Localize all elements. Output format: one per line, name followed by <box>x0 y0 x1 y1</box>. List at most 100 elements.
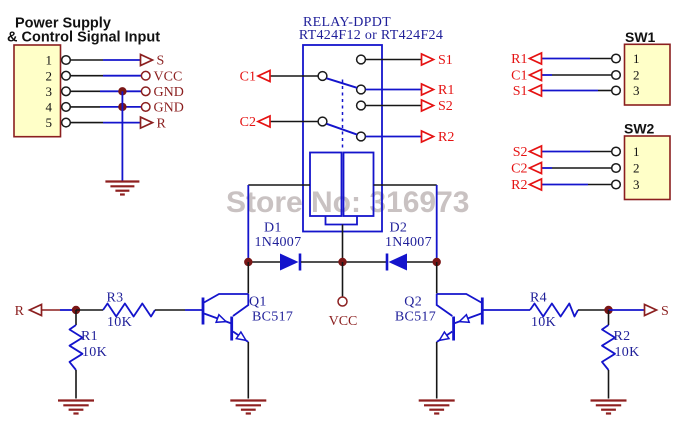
terminal-circle-vcc <box>140 70 151 81</box>
net-label-r1: R1 <box>438 83 454 98</box>
sw2-title: SW2 <box>624 121 655 137</box>
ground-symbol <box>230 399 267 415</box>
input-r-branch: R R3 10K R1 10K <box>15 291 202 415</box>
power-pin-number: 1 <box>46 53 53 68</box>
sw2-pin-number: 1 <box>633 144 640 159</box>
net-label-c2: C2 <box>240 115 256 130</box>
sw1-section: SW1 1 2 3 R1 C1 S1 <box>511 29 671 106</box>
power-pin-number: 5 <box>46 115 53 130</box>
net-arrow-s2 <box>420 98 436 113</box>
pin-circle <box>60 101 72 112</box>
net-arrow-c1 <box>527 68 543 82</box>
sw2-body <box>623 135 671 201</box>
pin-circle <box>610 179 622 190</box>
q1-ref: Q1 <box>249 295 267 310</box>
net-label-s2: S2 <box>438 99 453 114</box>
d1-part: 1N4007 <box>255 235 302 250</box>
net-label: S2 <box>513 145 528 160</box>
pin-circle <box>60 70 72 81</box>
relay-name: RELAY-DPDT <box>303 15 391 30</box>
net-arrow-r2 <box>420 129 436 144</box>
relay-pole-contact <box>317 70 328 82</box>
relay-coil <box>309 151 375 226</box>
signal-label: VCC <box>154 69 183 84</box>
net-arrow-c2 <box>527 161 543 175</box>
resistor-r4: R4 10K <box>529 291 579 330</box>
q2-part: BC517 <box>395 310 436 325</box>
resistor-r1: R1 10K <box>68 310 107 399</box>
r1-ref: R1 <box>81 329 98 344</box>
sw2-pin-number: 3 <box>633 177 640 192</box>
power-connector-body <box>13 44 62 138</box>
net-arrow-s2 <box>527 144 543 159</box>
net-arrow-r1 <box>420 82 436 97</box>
net-label-r2: R2 <box>438 130 454 145</box>
relay-part-number: RT424F12 or RT424F24 <box>299 28 443 43</box>
pin-circle <box>610 146 622 157</box>
sw1-pin-number: 3 <box>633 83 640 98</box>
power-pin-number: 2 <box>46 68 53 83</box>
net-arrow-c2 <box>255 114 271 129</box>
pin-circle <box>60 117 72 128</box>
q1-part: BC517 <box>252 310 293 325</box>
diode-d1: D1 1N4007 <box>248 221 343 271</box>
r4-ref: R4 <box>530 291 547 306</box>
net-label: R1 <box>511 52 527 67</box>
power-pin-number: 3 <box>46 84 53 99</box>
r1-value: 10K <box>82 345 107 360</box>
pin-circle <box>60 86 72 97</box>
transistor-q1: Q1 BC517 <box>201 262 293 399</box>
resistor-r2: R2 10K <box>601 310 640 399</box>
r2-ref: R2 <box>614 329 631 344</box>
terminal-circle-gnd <box>140 101 151 112</box>
net-arrow-c1 <box>255 69 271 83</box>
terminal-circle-gnd <box>140 86 151 97</box>
net-arrow-s1 <box>420 52 436 67</box>
pin-circle <box>610 85 622 96</box>
net-arrow-r2 <box>527 177 543 192</box>
ground-symbol <box>58 399 94 415</box>
pin-circle <box>610 53 622 64</box>
sw2-pin-number: 2 <box>633 161 640 176</box>
net-label: C2 <box>511 162 527 177</box>
net-label: S1 <box>513 84 528 99</box>
signal-label: S <box>157 54 165 69</box>
transistor-q2: Q2 BC517 <box>395 262 484 399</box>
sw2-section: SW2 1 2 3 S2 C2 R2 <box>511 121 671 201</box>
net-label-r: R <box>15 304 25 319</box>
r3-value: 10K <box>107 315 132 330</box>
signal-label: R <box>157 116 167 131</box>
ground-symbol <box>418 399 455 415</box>
ground-symbol <box>105 180 140 196</box>
diode-d2: D2 1N4007 <box>342 221 437 271</box>
output-s-branch: R4 10K S R2 10K <box>483 291 669 415</box>
sw1-pin-number: 2 <box>633 68 640 83</box>
net-arrow-r1 <box>527 51 543 66</box>
sw1-title: SW1 <box>625 29 656 45</box>
power-pin-number: 4 <box>46 100 53 115</box>
r2-value: 10K <box>615 345 640 360</box>
relay-switch-blade <box>326 77 358 89</box>
net-label-s: S <box>661 304 669 319</box>
relay-contact <box>355 131 367 142</box>
net-label: R2 <box>511 178 527 193</box>
net-arrow-s <box>643 303 659 317</box>
pin-circle <box>60 54 72 66</box>
power-title-line1: Power Supply <box>15 16 111 32</box>
sw1-pin-number: 1 <box>633 51 640 66</box>
relay-pole-contact <box>317 116 328 127</box>
signal-arrow-r <box>139 115 155 130</box>
relay-section: RELAY-DPDT RT424F12 or RT424F24 <box>240 15 454 262</box>
power-title-line2: & Control Signal Input <box>7 30 160 46</box>
relay-contact <box>355 100 367 111</box>
signal-label: GND <box>154 85 184 100</box>
d2-ref: D2 <box>390 221 408 236</box>
resistor-r3: R3 10K <box>102 291 156 330</box>
q2-ref: Q2 <box>404 295 422 310</box>
r4-value: 10K <box>531 315 556 330</box>
signal-arrow-s <box>139 53 155 67</box>
signal-label: GND <box>154 101 184 116</box>
d1-ref: D1 <box>264 221 282 236</box>
